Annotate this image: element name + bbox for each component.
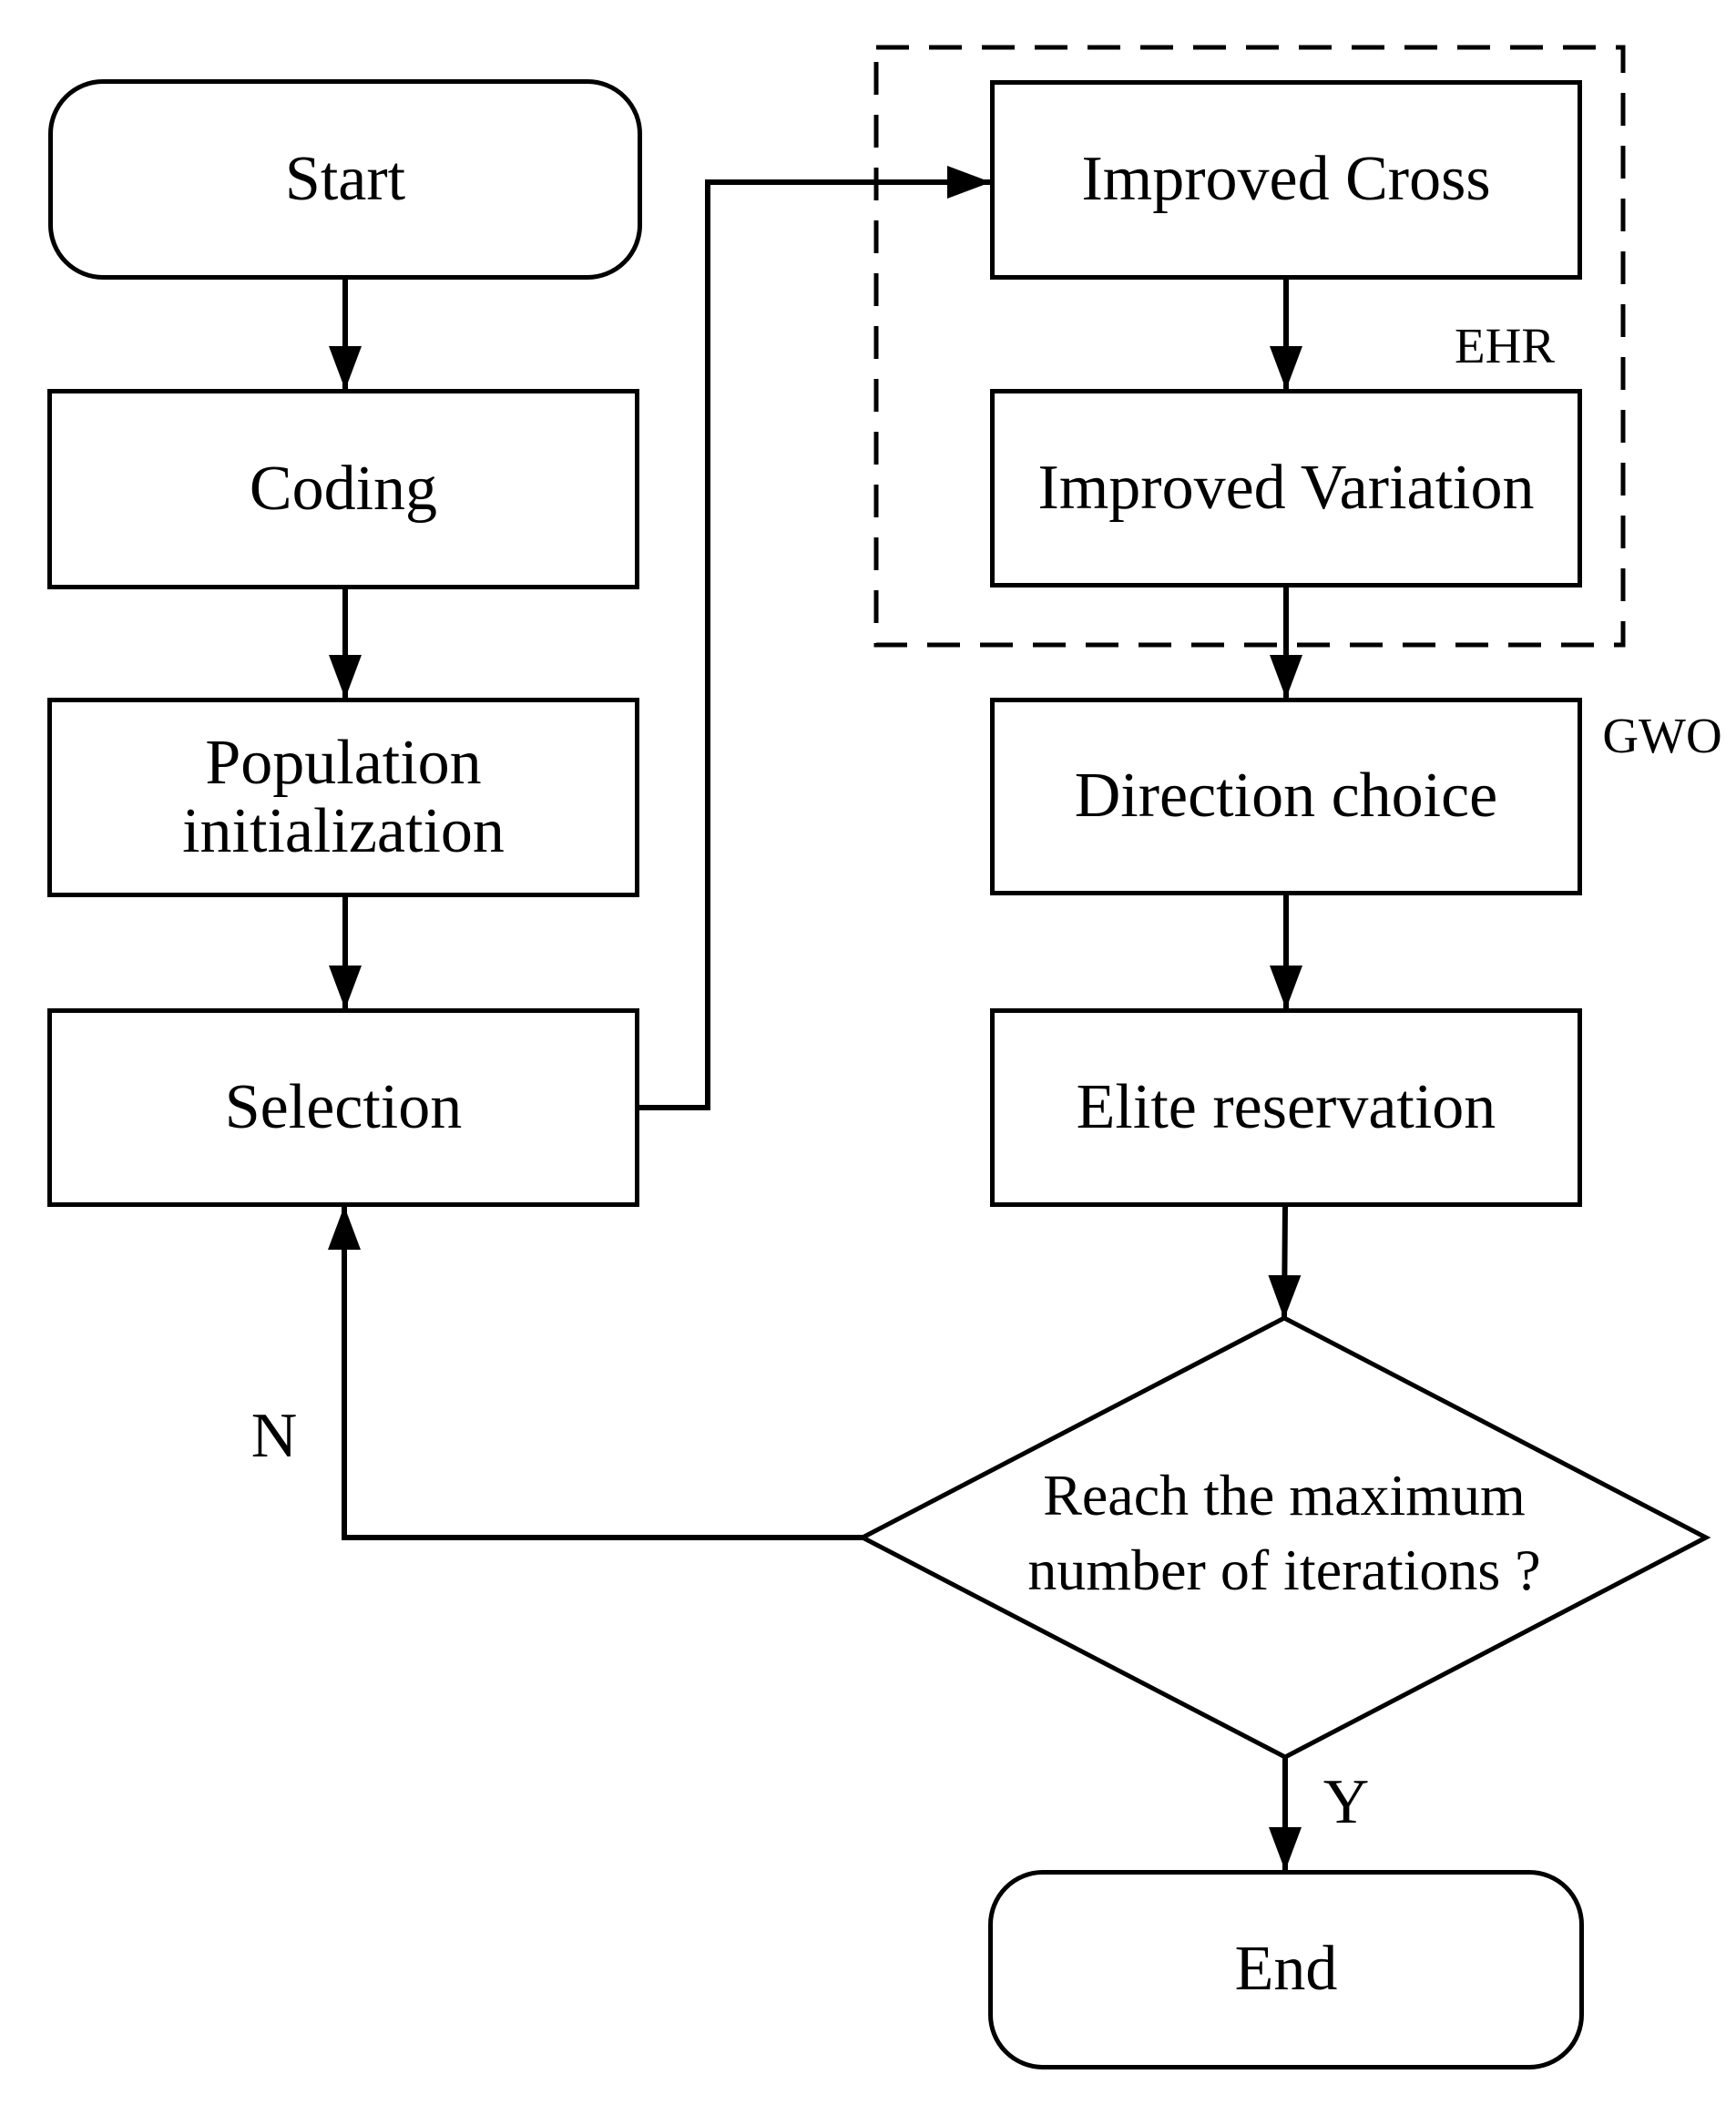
node-direction-choice-label: Direction choice [1074,761,1498,832]
node-start: Start [48,79,642,280]
node-population-initialization-label: Population initialization [182,727,505,866]
node-decision-label: Reach the maximum number of iterations ? [920,1458,1649,1608]
decision-yes-label: Y [1322,1767,1370,1837]
node-improved-cross-label: Improved Cross [1081,144,1491,215]
ehr-group-dashed-box [873,45,1626,648]
node-end: End [988,1870,1584,2069]
node-end-label: End [1234,1934,1338,2005]
node-elite-reservation-label: Elite reservation [1076,1071,1496,1142]
node-direction-choice: Direction choice [990,698,1582,895]
decision-label-line2: number of iterations ? [1027,1537,1541,1602]
node-coding: Coding [47,389,639,589]
node-elite-reservation: Elite reservation [990,1008,1582,1207]
node-improved-cross: Improved Cross [990,80,1582,280]
node-improved-variation: Improved Variation [990,389,1582,588]
edge-elite-reservation-to-decision [1268,1206,1302,1319]
node-selection: Selection [47,1008,639,1207]
decision-no-label: N [250,1401,298,1471]
node-population-initialization: Population initialization [47,698,639,897]
edge-decision-no-to-selection [328,1206,863,1540]
edge-selection-to-improved-cross [639,166,991,1110]
ehr-group-label: EHR [1455,318,1555,373]
decision-label-line1: Reach the maximum [1043,1463,1526,1528]
node-selection-label: Selection [224,1071,463,1142]
node-coding-label: Coding [249,453,438,524]
node-improved-variation-label: Improved Variation [1037,452,1535,523]
gwo-label: GWO [1602,708,1722,763]
node-start-label: Start [284,143,406,214]
